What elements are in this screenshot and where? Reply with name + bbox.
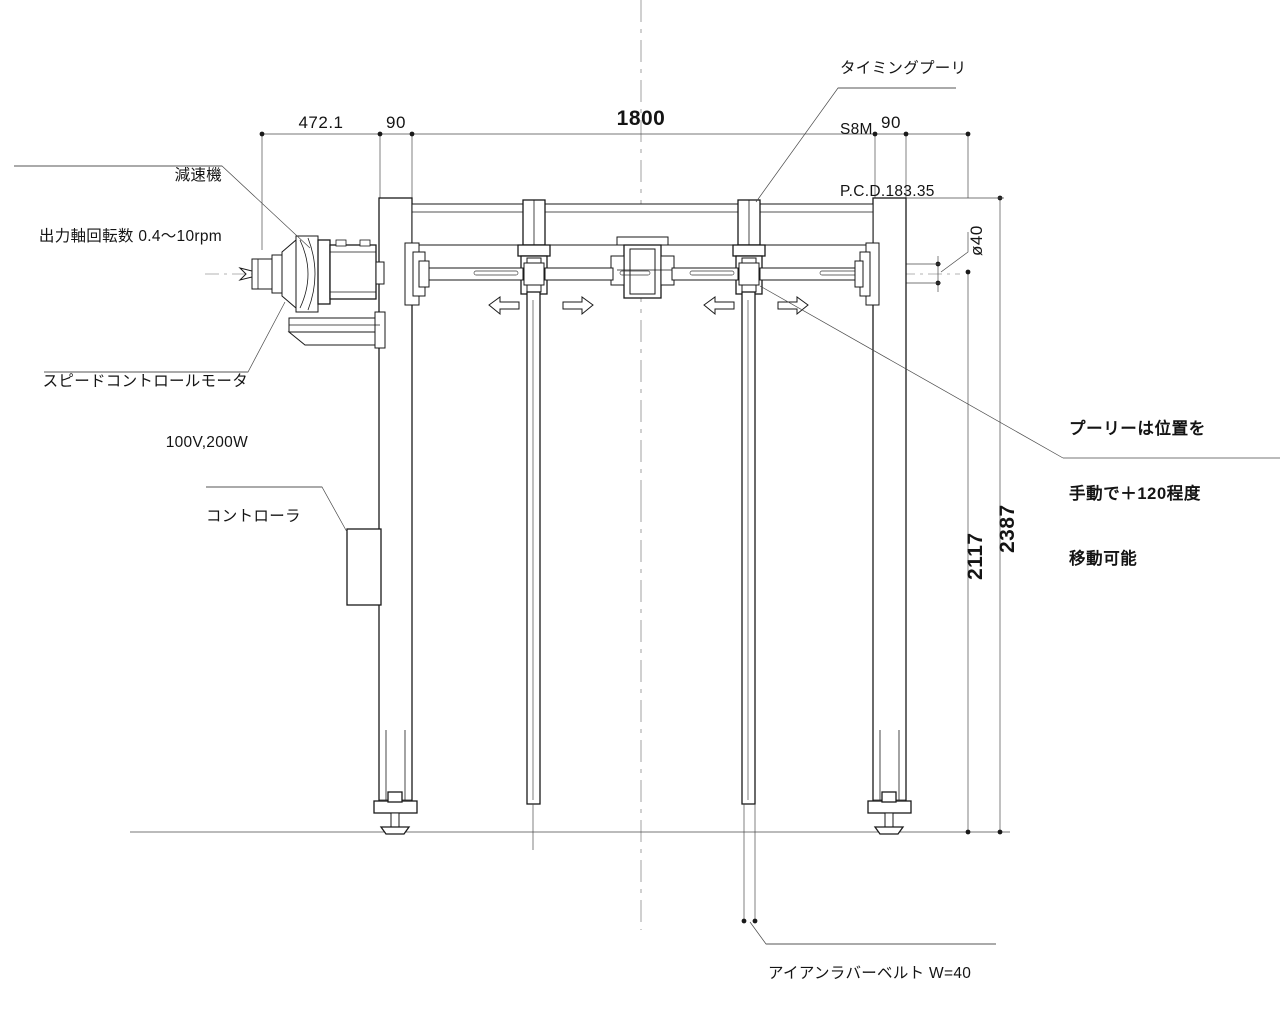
annotation-timing-pulley: タイミングプーリ S8M P.C.D.183.35 xyxy=(840,18,1060,243)
top-dimension-chain xyxy=(259,131,971,250)
controller-box xyxy=(346,528,382,606)
annotation-adjust-line3: 移動可能 xyxy=(1069,550,1138,569)
belt-strands xyxy=(526,291,758,924)
motor-reducer-assembly xyxy=(238,235,386,349)
pulley-hanger-right xyxy=(732,199,766,295)
annotation-controller-line1: コントローラ xyxy=(206,507,301,525)
arrow-right-2 xyxy=(777,296,809,316)
right-bearing-flange xyxy=(854,242,880,306)
annotation-reducer: 減速機 出力軸回転数 0.4〜10rpm xyxy=(6,125,222,289)
dimension-2387: 2387 xyxy=(996,504,1019,553)
left-bearing-flange xyxy=(404,242,430,306)
annotation-belt-line1: アイアンラバーベルト W=40 xyxy=(768,964,972,982)
annotation-pulley-line2: S8M xyxy=(840,121,873,139)
annotation-pulley-line1: タイミングプーリ xyxy=(840,59,967,77)
right-column xyxy=(867,197,912,835)
annotation-controller: コントローラ xyxy=(206,466,336,568)
technical-drawing: .st { fill: none; stroke: #1a1a1a; } .w1… xyxy=(6,0,1280,982)
drawing-canvas: .st { fill: none; stroke: #1a1a1a; } .w1… xyxy=(14,0,1280,945)
arrow-left-1 xyxy=(488,296,520,316)
arrow-left-2 xyxy=(703,296,735,316)
annotation-pulley-line3: P.C.D.183.35 xyxy=(840,182,935,200)
annotation-belt: アイアンラバーベルト W=40 xyxy=(768,923,1028,1025)
annotation-reducer-line2: 出力軸回転数 0.4〜10rpm xyxy=(38,228,222,246)
dimension-2117: 2117 xyxy=(964,532,987,580)
dimension-1800: 1800 xyxy=(616,107,666,130)
annotation-motor-line2: 100V,200W xyxy=(165,434,248,452)
direction-arrows xyxy=(488,296,809,316)
annotation-pulley-adjust: プーリーは位置を 手動で＋120程度 移動可能 xyxy=(1069,375,1269,614)
annotation-adjust-line2: 手動で＋120程度 xyxy=(1069,484,1201,503)
right-vertical-dimensions xyxy=(906,195,1004,835)
annotation-motor-line1: スピードコントロールモータ xyxy=(42,372,248,390)
center-bearing-block xyxy=(610,236,675,299)
pulley-hanger-left xyxy=(517,199,551,295)
main-shaft xyxy=(414,267,874,281)
annotation-underlines xyxy=(14,87,996,945)
annotation-speed-control-motor: スピードコントロールモータ 100V,200W xyxy=(34,331,248,495)
arrow-right-1 xyxy=(562,296,594,316)
dimension-90-left: 90 xyxy=(386,113,406,132)
dimension-90-right: 90 xyxy=(881,113,901,132)
annotation-reducer-line1: 減速機 xyxy=(174,166,222,184)
dimension-shaft-diameter: ø40 xyxy=(967,225,986,256)
dimension-472-1: 472.1 xyxy=(298,113,344,132)
annotation-adjust-line1: プーリーは位置を xyxy=(1069,419,1206,438)
